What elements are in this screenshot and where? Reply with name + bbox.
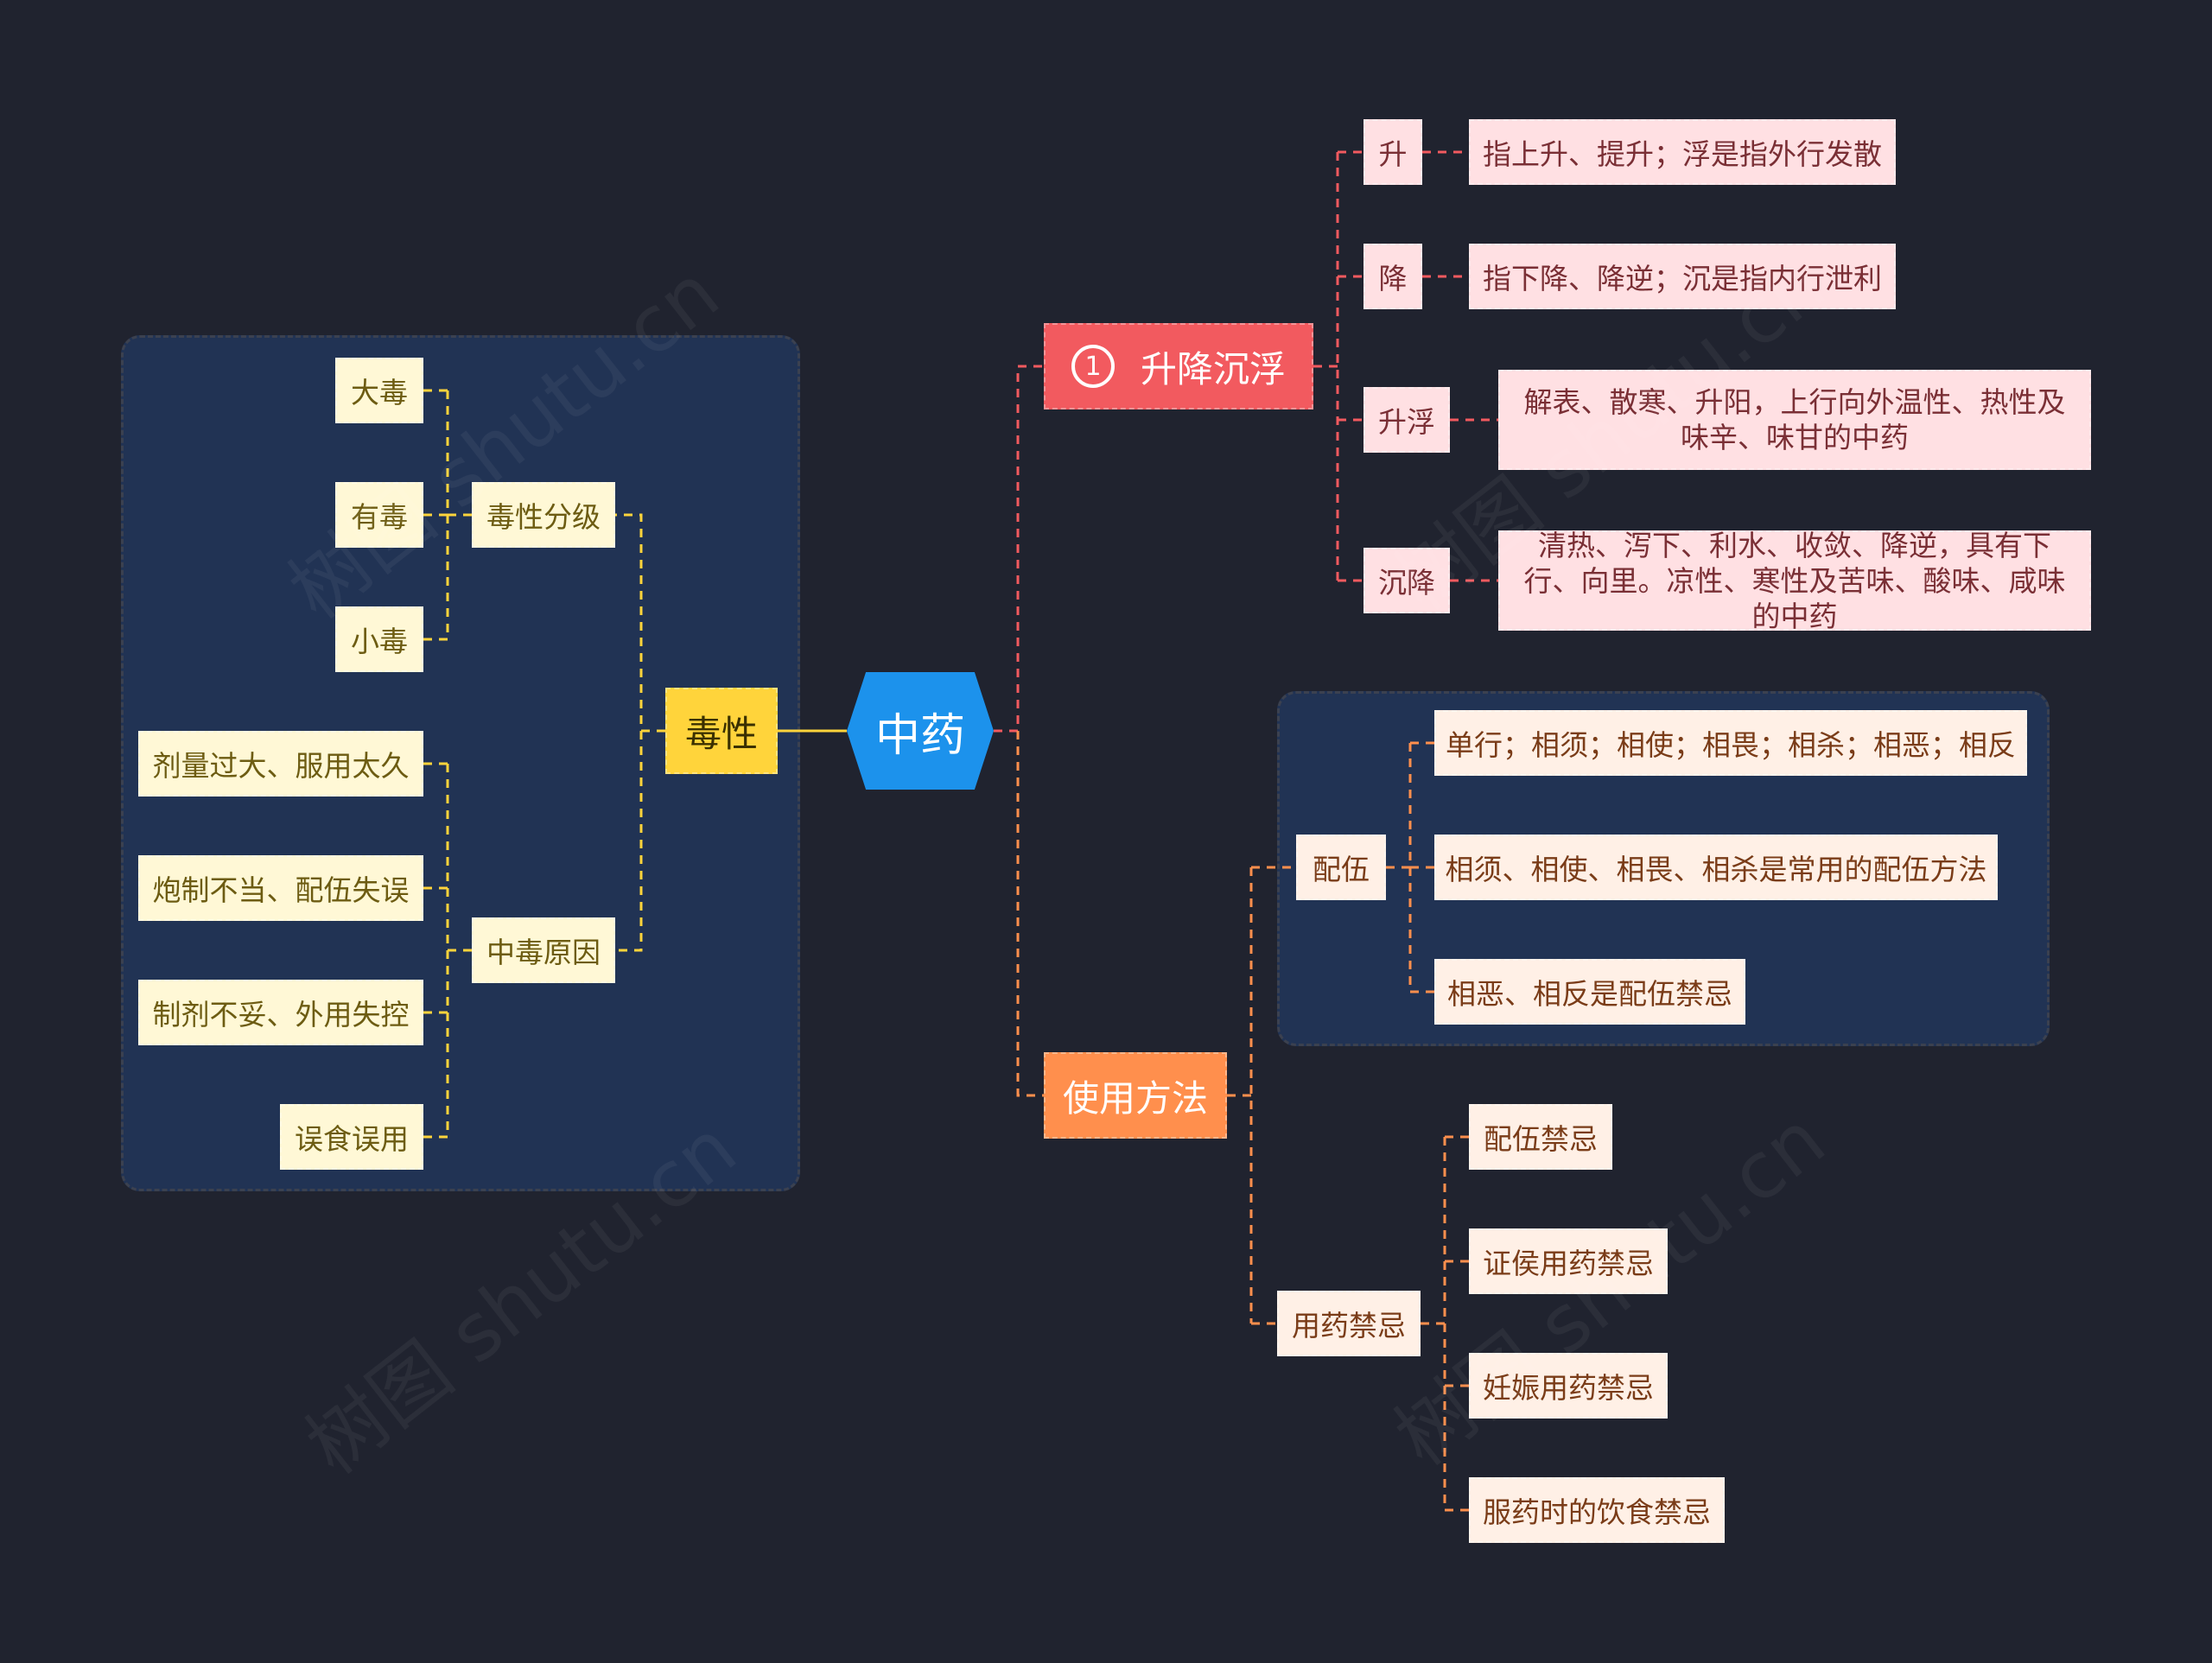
grading-item-major[interactable]: 大毒 [335,358,423,423]
connector-ascend-desc [1422,150,1498,582]
topic-ascend-descend[interactable]: 1 升降沉浮 [1044,323,1313,409]
ascend-desc-sinking[interactable]: 清热、泻下、利水、收敛、降逆，具有下行、向里。凉性、寒性及苦味、酸味、咸味的中药 [1498,529,2091,633]
ascend-item-descend[interactable]: 降 [1363,244,1422,309]
cause-item-misuse[interactable]: 误食误用 [280,1104,423,1170]
connector-grading-items [423,389,472,641]
usage-contraindications-node[interactable]: 用药禁忌 [1277,1291,1421,1356]
cause-item-processing[interactable]: 炮制不当、配伍失误 [138,855,423,921]
ascend-desc-rise[interactable]: 指上升、提升；浮是指外行发散 [1469,119,1896,185]
connector-root-ascend [994,365,1044,733]
toxicity-causes-node[interactable]: 中毒原因 [472,917,615,983]
root-node[interactable]: 中药 [847,672,994,790]
connector-combination-items [1386,741,1434,993]
toxicity-grading-node[interactable]: 毒性分级 [472,482,615,548]
connector-contra-items [1421,1135,1469,1512]
combination-item-types[interactable]: 单行；相须；相使；相畏；相杀；相恶；相反 [1434,710,2027,776]
connector-causes-items [423,762,472,1139]
connector-root-usage [1016,731,1044,1097]
ascend-item-floating[interactable]: 升浮 [1363,387,1450,453]
cause-item-preparation[interactable]: 制剂不妥、外用失控 [138,980,423,1045]
ascend-item-sinking[interactable]: 沉降 [1363,548,1450,613]
ascend-desc-descend[interactable]: 指下降、降逆；沉是指内行泄利 [1469,244,1896,309]
cause-item-dose[interactable]: 剂量过大、服用太久 [138,731,423,797]
connector-usage-branches [1227,866,1296,1325]
contra-item-combination[interactable]: 配伍禁忌 [1469,1104,1612,1170]
topic-usage-method[interactable]: 使用方法 [1044,1052,1227,1139]
ascend-item-rise[interactable]: 升 [1363,119,1422,185]
contra-item-pregnancy[interactable]: 妊娠用药禁忌 [1469,1353,1668,1419]
connector-ascend-items [1313,150,1363,582]
combination-item-taboo[interactable]: 相恶、相反是配伍禁忌 [1434,959,1745,1025]
grading-item-minor[interactable]: 小毒 [335,606,423,672]
contra-item-diet[interactable]: 服药时的饮食禁忌 [1469,1477,1725,1543]
connector-toxicity-grading [615,513,665,733]
contra-item-syndrome[interactable]: 证侯用药禁忌 [1469,1228,1668,1294]
topic-toxicity[interactable]: 毒性 [665,688,778,774]
usage-combination-node[interactable]: 配伍 [1296,835,1386,900]
ascend-desc-floating[interactable]: 解表、散寒、升阳，上行向外温性、热性及味辛、味甘的中药 [1498,370,2091,470]
priority-one-icon: 1 [1071,345,1115,388]
connector-toxicity-causes [615,731,643,952]
combination-item-common[interactable]: 相须、相使、相畏、相杀是常用的配伍方法 [1434,835,1998,900]
grading-item-toxic[interactable]: 有毒 [335,482,423,548]
topic-ascend-descend-label: 升降沉浮 [1140,347,1286,390]
